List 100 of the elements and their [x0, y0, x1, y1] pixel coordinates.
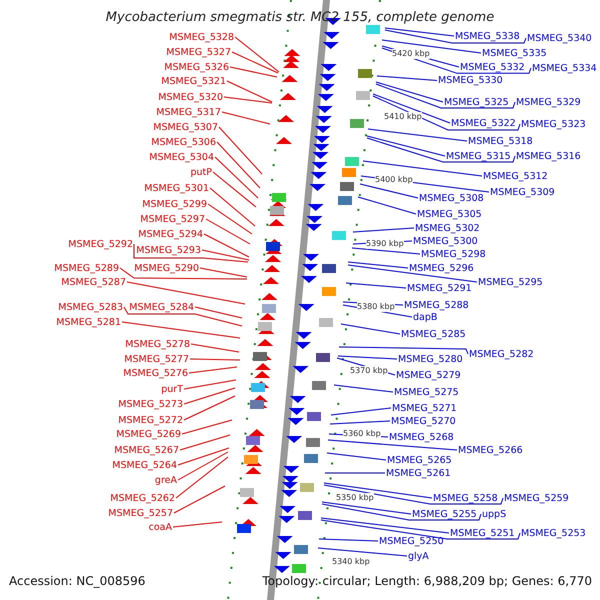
scale-label: 5370 kbp: [350, 366, 388, 376]
gene-label: MSMEG_5335: [482, 48, 547, 58]
gene-label: MSMEG_5297: [140, 214, 205, 224]
scale-label: 5400 kbp: [375, 175, 413, 185]
scale-label: 5390 kbp: [366, 239, 404, 249]
gene-label: MSMEG_5250: [379, 536, 444, 546]
leader-line: [368, 128, 468, 142]
gene-label: MSMEG_5271: [392, 402, 457, 414]
gene-label: MSMEG_5283: [58, 302, 123, 312]
gene-label: MSMEG_5315: [446, 150, 511, 162]
leader-line: [372, 96, 520, 130]
leader-line: [180, 434, 230, 450]
leader-line: [348, 262, 408, 268]
leader-line: [178, 452, 228, 480]
scale-label: 5420 kbp: [392, 49, 430, 59]
leader-line: [234, 36, 280, 72]
gene-label: MSMEG_5318: [468, 136, 533, 146]
gene-label: MSMEG_5316: [516, 150, 581, 162]
gene-label: MSMEG_5251: [450, 528, 515, 538]
leader-line: [126, 282, 246, 304]
genome-info-text: Topology: circular; Length: 6,988,209 bp; Genes: 6,770: [262, 574, 592, 588]
leader-line: [346, 282, 406, 288]
gene-label: MSMEG_5264: [112, 460, 177, 470]
gene-label: putP: [190, 166, 212, 178]
leader-line: [176, 456, 228, 498]
leader-line: [330, 420, 390, 424]
gene-label: MSMEG_5281: [56, 316, 121, 328]
gene-label: MSMEG_5301: [144, 182, 209, 194]
gene-label: MSMEG_5284: [129, 302, 194, 312]
leader-line: [322, 502, 412, 514]
gene-label: MSMEG_5255: [412, 508, 477, 520]
gene-label: dapB: [413, 312, 438, 322]
accession-text: Accession: NC_008596: [9, 574, 146, 588]
gene-label: MSMEG_5267: [114, 444, 179, 456]
gene-label: MSMEG_5298: [421, 248, 486, 260]
leader-line: [184, 380, 236, 390]
gene-label: MSMEG_5257: [108, 508, 173, 518]
gene-label: MSMEG_5334: [532, 62, 597, 74]
leader-line: [124, 306, 242, 326]
gene-label: MSMEG_5289: [54, 262, 119, 274]
leader-line: [222, 112, 270, 124]
gene-label: greA: [154, 474, 177, 486]
scale-label: 5410 kbp: [384, 112, 422, 122]
leader-line: [320, 518, 450, 534]
gene-label: MSMEG_5307: [153, 122, 218, 132]
gene-label: MSMEG_5323: [521, 118, 586, 130]
gene-label: MSMEG_5295: [478, 276, 543, 288]
gene-label: MSMEG_5277: [124, 354, 189, 364]
leader-line: [184, 396, 236, 420]
gene-label: MSMEG_5308: [419, 192, 484, 204]
leader-line: [338, 356, 398, 360]
leader-line: [382, 40, 482, 54]
leader-line: [190, 358, 240, 360]
gene-label: MSMEG_5258: [433, 492, 498, 504]
leader-line: [362, 160, 482, 176]
leader-line: [224, 96, 272, 104]
leader-line: [182, 420, 232, 434]
diagram-title: Mycobacterium smegmatis str. MC2 155, complete genome: [104, 10, 496, 26]
leader-line: [326, 452, 386, 460]
leader-line: [172, 522, 222, 528]
leader-line: [324, 472, 386, 474]
leader-line: [330, 408, 392, 416]
leader-line: [320, 520, 520, 540]
leader-line: [226, 80, 272, 102]
leader-line: [340, 324, 400, 334]
gene-label: MSMEG_5320: [158, 92, 223, 102]
leader-line: [376, 84, 516, 108]
gene-label: MSMEG_5293: [136, 244, 201, 256]
leader-line: [200, 268, 248, 278]
gene-label: MSMEG_5340: [527, 32, 592, 44]
leader-line: [122, 322, 240, 338]
gene-label: MSMEG_5317: [156, 106, 221, 118]
leader-line: [324, 482, 432, 498]
leader-line: [384, 28, 454, 36]
leader-line: [358, 196, 416, 214]
leader-line: [120, 268, 248, 280]
gene-label: MSMEG_5291: [407, 282, 472, 294]
leader-line: [334, 384, 394, 392]
gene-label: MSMEG_5279: [396, 370, 461, 380]
gene-label: MSMEG_5294: [138, 228, 203, 240]
gene-label: MSMEG_5309: [490, 186, 555, 198]
gene-label: MSMEG_5272: [118, 414, 183, 426]
leader-line: [206, 218, 250, 244]
gene-label: MSMEG_5253: [521, 528, 586, 538]
leader-line: [324, 484, 504, 504]
leader-line: [328, 440, 458, 450]
scale-label: 5340 kbp: [332, 557, 370, 567]
gene-label: coaA: [148, 522, 172, 532]
leader-line: [218, 126, 262, 174]
gene-label: MSMEG_5299: [142, 198, 207, 210]
gene-label: MSMEG_5332: [460, 62, 525, 72]
leader-line: [376, 76, 438, 81]
leader-line: [208, 204, 252, 234]
leader-line: [366, 136, 446, 156]
gene-label: glyA: [408, 550, 429, 562]
gene-label: MSMEG_5276: [123, 368, 188, 378]
scale-label: 5360 kbp: [343, 429, 381, 439]
gene-label: MSMEG_5269: [116, 428, 181, 440]
gene-label: MSMEG_5266: [458, 444, 523, 456]
leader-line: [204, 234, 250, 258]
